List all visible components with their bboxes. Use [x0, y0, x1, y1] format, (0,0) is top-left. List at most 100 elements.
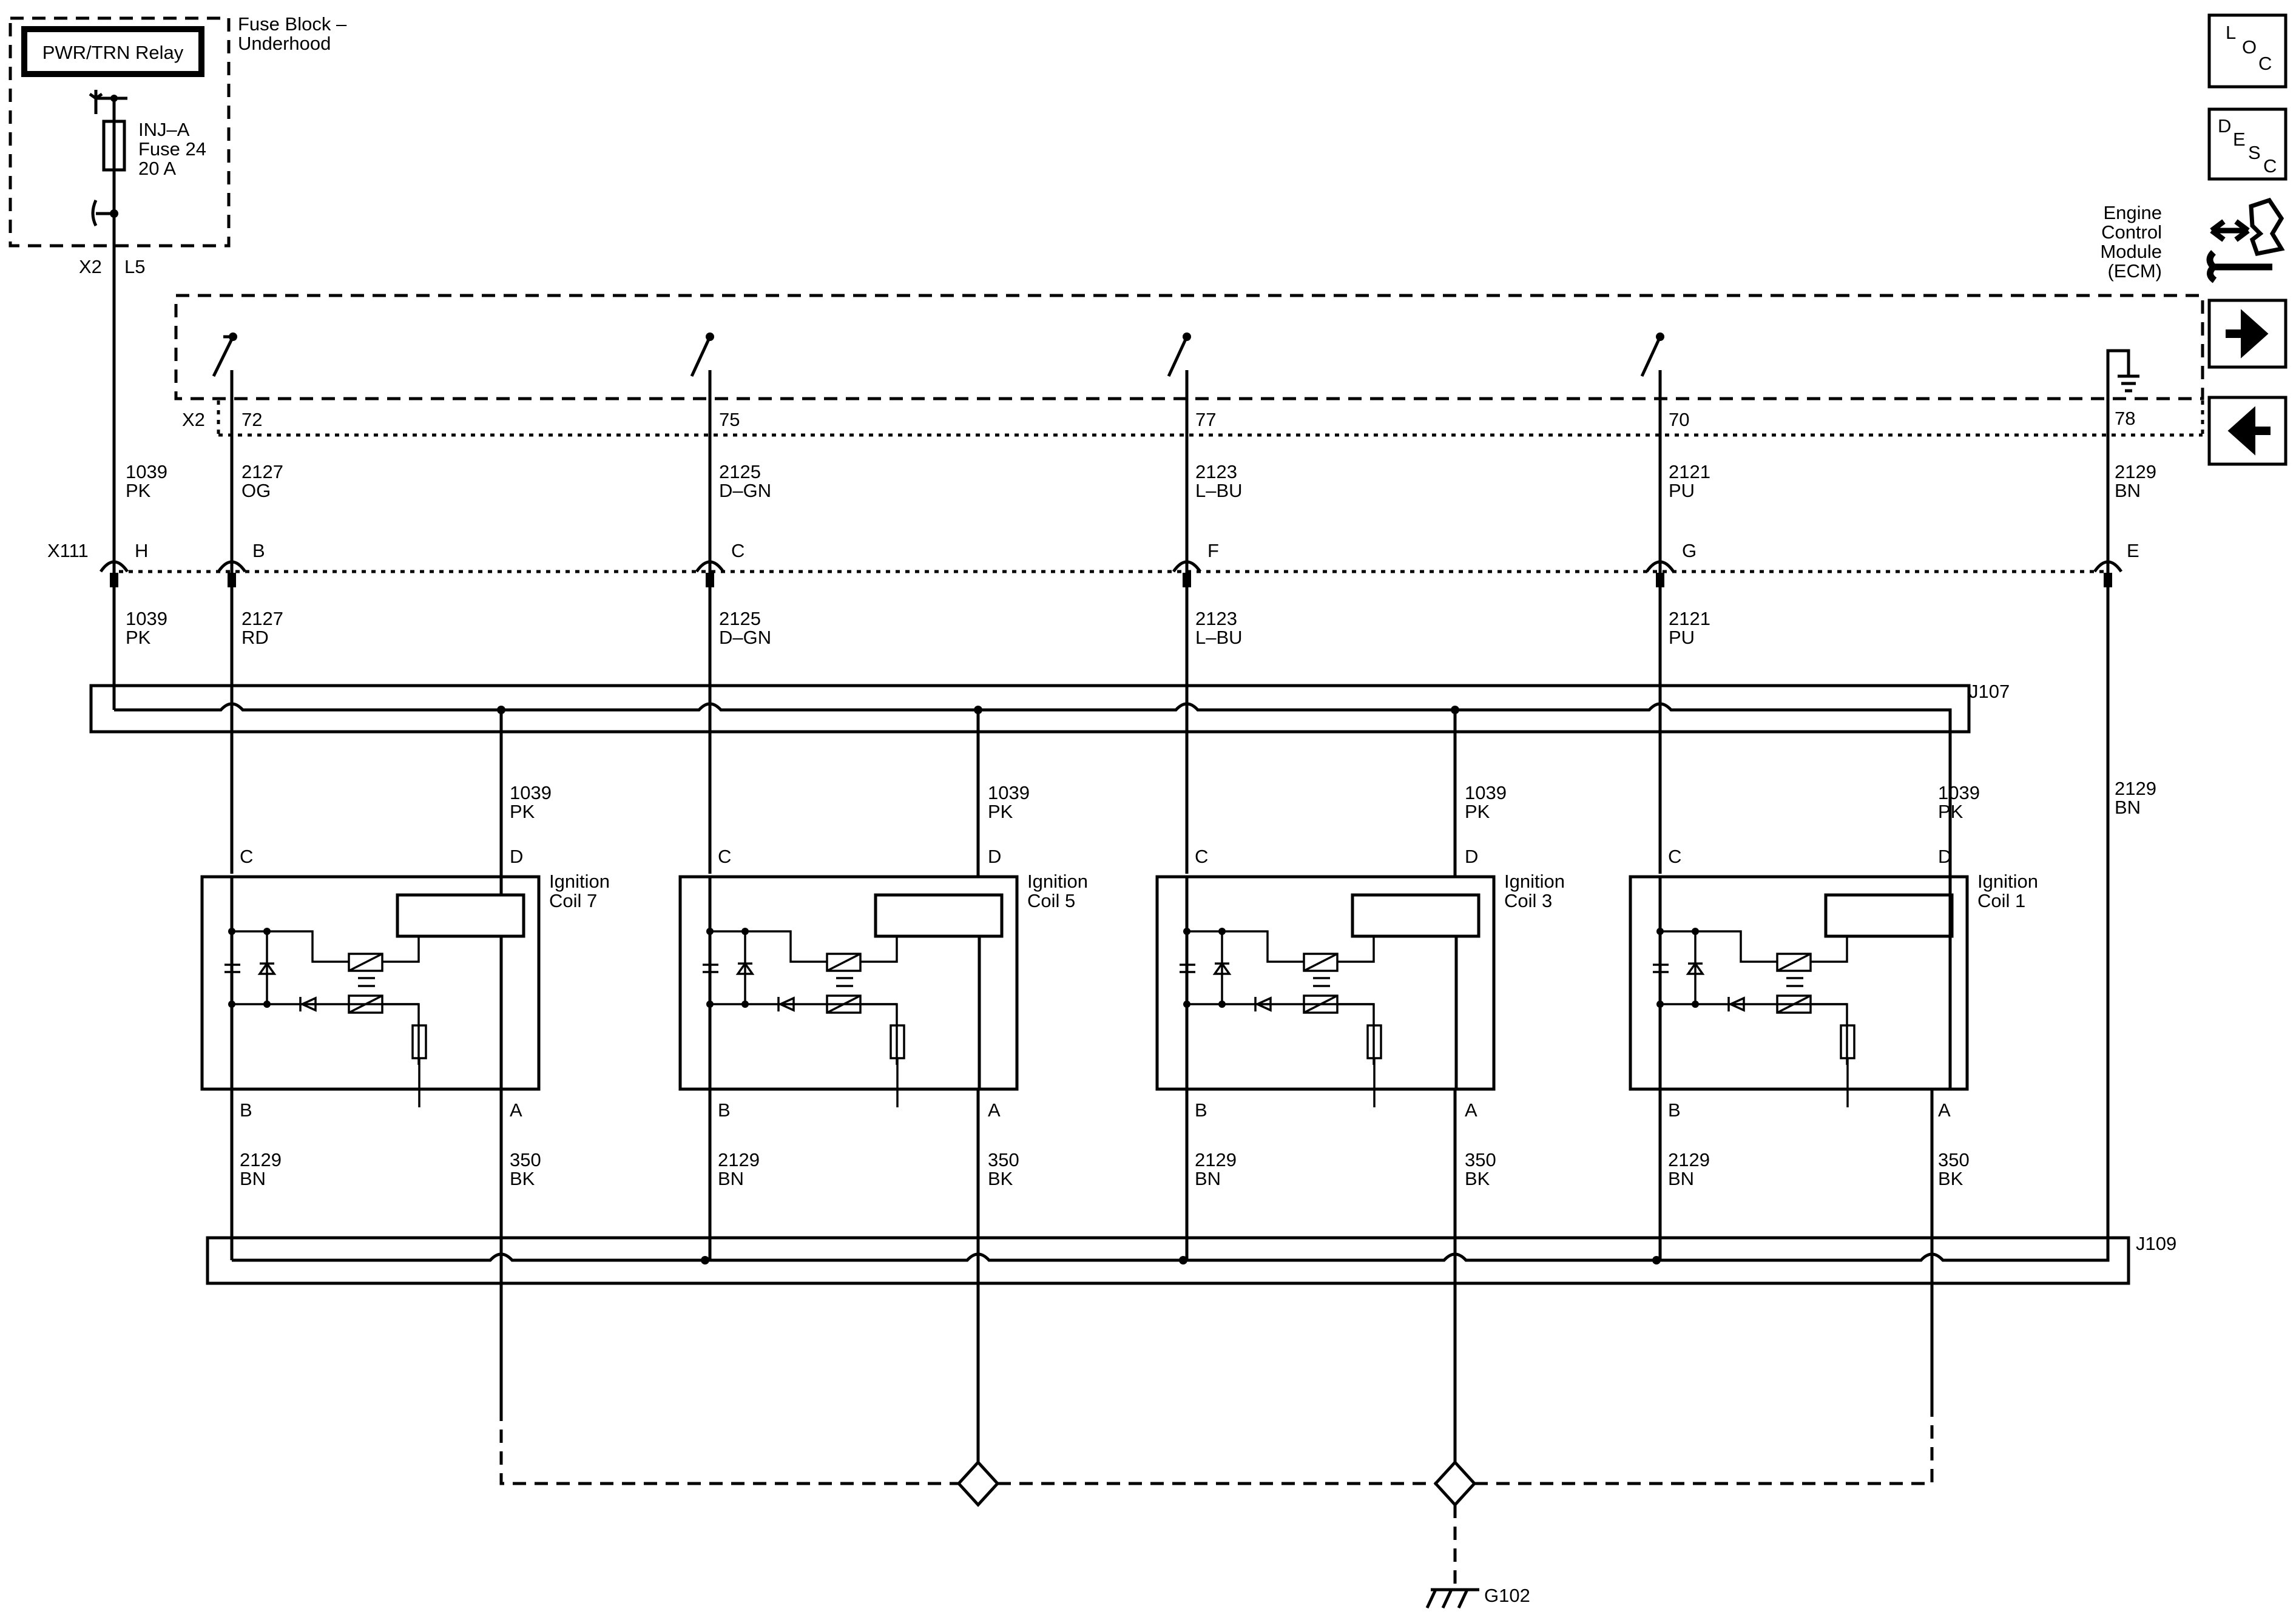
ecm-driver-switch-77 [1167, 333, 1191, 710]
ignition-coil-5: C D B A Ignition Coil 5 1039 PK 2129 BN … [678, 782, 1088, 1189]
ground-splice-diamond-2 [1433, 1460, 1477, 1507]
pwr-trn-relay-box [21, 26, 204, 77]
x111-pin-e: E [2127, 540, 2139, 561]
ecm-pin-70: 70 [1669, 409, 1689, 430]
wire-lower-circuit-2: 2125 [719, 608, 761, 629]
wire-upper-color-5: BN [2115, 480, 2141, 501]
wire-lower-color-3: L–BU [1195, 627, 1243, 648]
coil-3-pin-b: B [1195, 1099, 1207, 1121]
back-button[interactable] [2207, 396, 2288, 466]
j109-label: J109 [2136, 1233, 2176, 1254]
coil-3-d-color: PK [1465, 801, 1490, 822]
wire-upper-color-3: L–BU [1195, 480, 1243, 501]
connector-repair-icon[interactable] [2206, 197, 2285, 283]
ecm-connector-label: X2 [182, 409, 205, 430]
coil-7-a-circuit: 350 [510, 1149, 541, 1170]
x111-pin-h: H [135, 540, 148, 561]
trigger-wires [230, 710, 1662, 874]
fuse-label-2: Fuse 24 [138, 138, 206, 160]
j109-bus-wire [232, 1220, 2110, 1262]
ecm-driver-switches [212, 333, 2139, 1220]
fuse-label-1: INJ–A [138, 119, 190, 140]
j107-label: J107 [1969, 681, 2010, 702]
wire-upper-color-1: OG [241, 480, 271, 501]
ground-symbol-icon [1425, 1588, 1479, 1609]
x111-pin-b: B [252, 540, 265, 561]
j107-drop-wires [499, 710, 1457, 877]
coil-1-pin-d: D [1938, 846, 1951, 867]
wire-lower-color-0: PK [126, 627, 151, 648]
right-wire-color: BN [2115, 797, 2141, 818]
ignition-coil-3: C D B A Ignition Coil 3 1039 PK 2129 BN … [1155, 782, 1565, 1189]
coil-5-name-1: Ignition [1027, 871, 1088, 892]
coil-5-d-color: PK [988, 801, 1013, 822]
coil-3-pin-d: D [1465, 846, 1478, 867]
coil-7-pin-a: A [510, 1099, 522, 1121]
wire-upper-circuit-1: 2127 [241, 461, 283, 482]
x111-pin-g: G [1682, 540, 1697, 561]
coil-5-pin-c: C [718, 846, 731, 867]
j109-b-wires [230, 1089, 1662, 1260]
ecm-driver-switch-75 [690, 333, 714, 710]
right-wire-circuit: 2129 [2115, 778, 2156, 799]
coil-7-d-color: PK [510, 801, 535, 822]
coil-7-a-color: BK [510, 1168, 535, 1189]
coil-3-pin-a: A [1465, 1099, 1477, 1121]
desc-button[interactable]: D E S C [2207, 107, 2288, 181]
coil-3-name-2: Coil 3 [1504, 890, 1552, 911]
loc-button[interactable]: L O C [2207, 13, 2288, 89]
coil-7-module [396, 893, 525, 938]
ecm-pin-72: 72 [241, 409, 262, 430]
x111-pin-f: F [1207, 540, 1219, 561]
coil-5-pin-d: D [988, 846, 1001, 867]
coil-1-b-circuit: 2129 [1668, 1149, 1710, 1170]
coil-5-name-2: Coil 5 [1027, 890, 1075, 911]
coil-1-b-color: BN [1668, 1168, 1694, 1189]
j109-dot-coil5 [701, 1256, 709, 1264]
fuse-label-3: 20 A [138, 158, 176, 179]
loc-letter-3: C [2258, 53, 2272, 74]
ground-label: G102 [1484, 1585, 1530, 1606]
wire-lower-circuit-3: 2123 [1195, 608, 1237, 629]
coil-5-a-color: BK [988, 1168, 1013, 1189]
splice-j107: J107 [89, 681, 2010, 874]
coil-1-d-color: PK [1938, 801, 1963, 822]
wire-upper-circuit-4: 2121 [1669, 461, 1710, 482]
wire-lower-color-1: RD [241, 627, 269, 648]
coil-7-name-2: Coil 7 [549, 890, 597, 911]
coil-7-pin-b: B [240, 1099, 252, 1121]
ecm-driver-switch-72 [212, 333, 237, 710]
wire-lower-color-4: PU [1669, 627, 1695, 648]
wire-upper-color-0: PK [126, 480, 151, 501]
fuse-block-terminal [91, 199, 114, 227]
x111-inline-connector: X111 H B C F G E [47, 540, 2139, 587]
coil-1-a-circuit: 350 [1938, 1149, 1970, 1170]
wire-upper-color-2: D–GN [719, 480, 771, 501]
ground-wires [499, 1089, 1934, 1450]
engine-control-module: Engine Control Module (ECM) X2 [174, 202, 2204, 437]
wire-lower-circuit-1: 2127 [241, 608, 283, 629]
j109-outline [206, 1236, 2130, 1285]
fuse-block-title-2: Underhood [238, 33, 331, 54]
arrow-right-icon [2226, 309, 2269, 359]
coil-7-d-circuit: 1039 [510, 782, 552, 803]
coil-3-a-circuit: 350 [1465, 1149, 1496, 1170]
coil-7-name-1: Ignition [549, 871, 610, 892]
next-button[interactable] [2207, 299, 2288, 369]
coil-3-b-circuit: 2129 [1195, 1149, 1237, 1170]
coil-7-b-color: BN [240, 1168, 266, 1189]
ecm-pin-75: 75 [719, 409, 740, 430]
coil-1-pin-b: B [1668, 1099, 1681, 1121]
x111-label: X111 [47, 540, 89, 561]
ground-dashed-harness [499, 1408, 1934, 1485]
coil-3-a-color: BK [1465, 1168, 1490, 1189]
ignition-coil-1: C D B A Ignition Coil 1 1039 PK 2129 BN … [1629, 782, 2038, 1189]
wire-upper-circuit-5: 2129 [2115, 461, 2156, 482]
coil-7-pin-d: D [510, 846, 523, 867]
wire-upper-circuit-2: 2125 [719, 461, 761, 482]
ecm-driver-switch-70 [1640, 333, 1664, 710]
ecm-title-1: Engine [2103, 202, 2162, 223]
ecm-pin-78: 78 [2115, 408, 2135, 429]
coil-5-pin-b: B [718, 1099, 731, 1121]
coil-1-a-color: BK [1938, 1168, 1963, 1189]
